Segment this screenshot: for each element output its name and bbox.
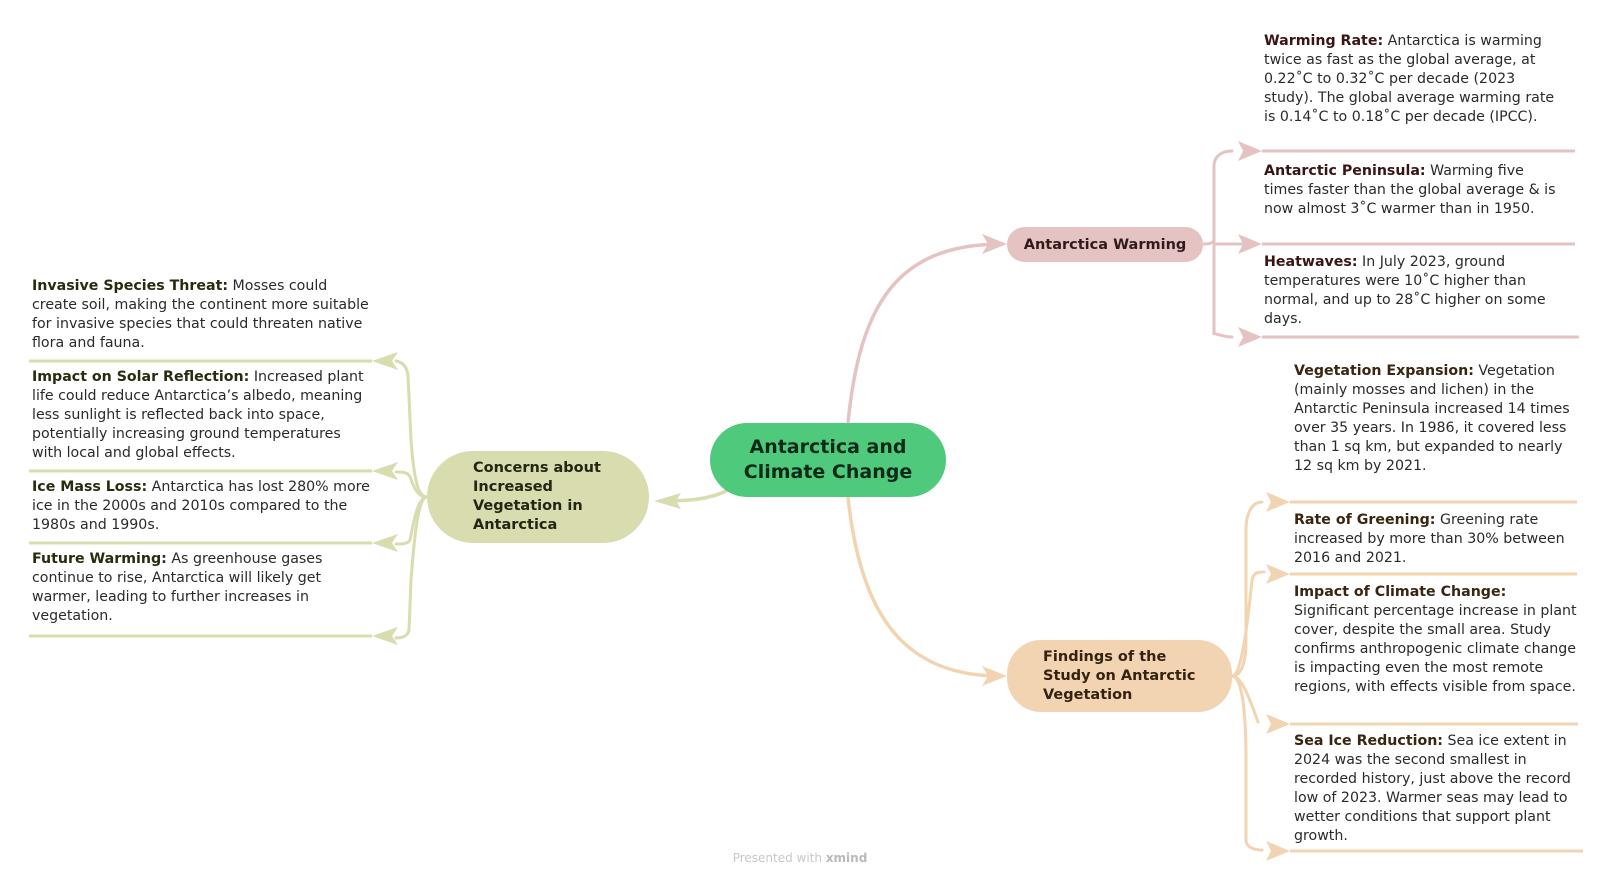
branch-vegetation-concerns[interactable]: Concerns about Increased Vegetation in A… [427, 451, 649, 543]
findings-underlines [1290, 500, 1583, 853]
leaf-title: Vegetation Expansion: [1294, 363, 1474, 379]
leaf-text: As greenhouse gases continue to rise, An… [32, 551, 323, 624]
leaf-text: Significant percentage increase in plant… [1294, 603, 1577, 695]
leaf-title: Rate of Greening: [1294, 512, 1436, 528]
footer-prefix: Presented with [732, 851, 826, 865]
branch-warming-label: Antarctica Warming [1023, 236, 1187, 253]
leaf-text: Antarctica is warming twice as fast as t… [1264, 33, 1555, 125]
leaf-warming-rate[interactable]: Warming Rate: Antarctica is warming twic… [1264, 32, 1564, 127]
leaf-title: Future Warming: [32, 551, 167, 567]
leaf-title: Heatwaves: [1264, 254, 1358, 270]
leaf-text: Vegetation (mainly mosses and lichen) in… [1294, 363, 1570, 474]
concerns-underlines [29, 359, 372, 638]
arrowhead-concerns [654, 493, 681, 509]
leaf-title: Impact on Solar Reflection: [32, 369, 250, 385]
leaf-text: Sea ice extent in 2024 was the second sm… [1294, 733, 1571, 844]
branch-concerns-line-4: Antarctica [473, 517, 558, 533]
central-topic-line-1: Antarctica and [749, 436, 907, 458]
leaf-text: Mosses could create soil, making the con… [32, 278, 369, 351]
branch-findings-line-1: Findings of the [1043, 648, 1167, 665]
leaf-title: Warming Rate: [1264, 33, 1384, 49]
branch-antarctica-warming[interactable]: Antarctica Warming [1007, 227, 1203, 262]
leaf-vegetation-expansion[interactable]: Vegetation Expansion: Vegetation (mainly… [1294, 362, 1580, 476]
leaf-title: Ice Mass Loss: [32, 479, 148, 495]
leaf-title: Impact of Climate Change: [1294, 584, 1507, 600]
leaf-text: Greening rate increased by more than 30%… [1294, 512, 1565, 566]
central-topic[interactable]: Antarctica and Climate Change [710, 423, 946, 497]
leaf-title: Invasive Species Threat: [32, 278, 229, 294]
leaf-heatwaves[interactable]: Heatwaves: In July 2023, ground temperat… [1264, 253, 1564, 329]
branch-concerns-line-1: Concerns about [473, 460, 601, 476]
leaf-ice-mass-loss[interactable]: Ice Mass Loss: Antarctica has lost 280% … [32, 478, 372, 535]
warming-underlines [1262, 149, 1579, 339]
presented-with-footer[interactable]: Presented with xmind [0, 851, 1600, 865]
leaf-invasive-species-threat[interactable]: Invasive Species Threat: Mosses could cr… [32, 277, 372, 353]
central-topic-line-2: Climate Change [743, 461, 913, 483]
branch-concerns-line-3: Vegetation in [473, 498, 583, 514]
leaf-text: Increased plant life could reduce Antarc… [32, 369, 364, 461]
connector-central-warming [846, 242, 1002, 425]
leaf-text: In July 2023, ground temperatures were 1… [1264, 254, 1546, 327]
findings-arrowheads [1266, 492, 1290, 861]
leaf-title: Sea Ice Reduction: [1294, 733, 1443, 749]
findings-bracket [1230, 500, 1266, 852]
concerns-arrowheads [372, 352, 398, 645]
concerns-bracket [394, 359, 429, 640]
connector-central-findings [846, 495, 1002, 678]
leaf-text: Antarctica has lost 280% more ice in the… [32, 479, 370, 533]
leaf-title: Antarctic Peninsula: [1264, 163, 1426, 179]
warming-arrowheads [1238, 141, 1262, 347]
branch-findings-line-2: Study on Antarctic [1043, 667, 1196, 684]
leaf-antarctic-peninsula[interactable]: Antarctic Peninsula: Warming five times … [1264, 162, 1564, 219]
arrowhead-warming [982, 234, 1007, 254]
branch-study-findings[interactable]: Findings of the Study on Antarctic Veget… [1007, 640, 1232, 712]
leaf-rate-of-greening[interactable]: Rate of Greening: Greening rate increase… [1294, 511, 1580, 568]
branch-findings-line-3: Vegetation [1043, 686, 1133, 703]
leaf-impact-on-solar-reflection[interactable]: Impact on Solar Reflection: Increased pl… [32, 368, 372, 463]
xmind-brand: xmind [825, 851, 868, 865]
branch-concerns-line-2: Increased [473, 479, 553, 495]
arrowhead-findings [982, 666, 1007, 686]
leaf-future-warming[interactable]: Future Warming: As greenhouse gases cont… [32, 550, 372, 626]
leaf-sea-ice-reduction[interactable]: Sea Ice Reduction: Sea ice extent in 202… [1294, 732, 1584, 846]
leaf-impact-of-climate-change[interactable]: Impact of Climate Change: Significant pe… [1294, 583, 1580, 697]
leaf-text: Warming five times faster than the globa… [1264, 163, 1556, 217]
